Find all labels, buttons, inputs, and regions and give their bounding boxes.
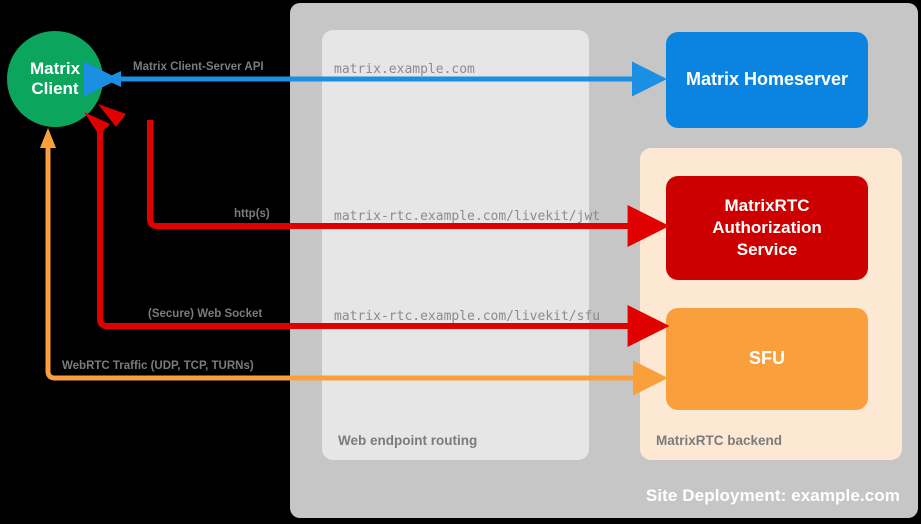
- flow-label-websocket: (Secure) Web Socket: [148, 308, 263, 320]
- endpoint-matrix-example-com: matrix.example.com: [334, 62, 475, 77]
- endpoint-livekit-jwt: matrix-rtc.example.com/livekit/jwt: [334, 209, 601, 224]
- auth-line-1: MatrixRTC: [724, 196, 810, 216]
- site-deployment-label: Site Deployment: example.com: [645, 486, 900, 505]
- matrix-client-label-line-1: Matrix: [29, 58, 81, 78]
- endpoint-livekit-sfu: matrix-rtc.example.com/livekit/sfu: [334, 309, 601, 324]
- matrixrtc-backend-label: MatrixRTC backend: [656, 433, 783, 448]
- sfu-label: SFU: [749, 348, 785, 369]
- web-endpoint-routing-panel: Web endpoint routing: [322, 30, 589, 460]
- sfu-box[interactable]: SFU: [666, 308, 868, 410]
- auth-line-2: Authorization: [712, 218, 822, 238]
- matrix-homeserver-label: Matrix Homeserver: [685, 69, 849, 90]
- arrow-matrix-cs-api-head-left: [104, 71, 121, 87]
- matrix-client-node[interactable]: Matrix Client: [7, 31, 103, 127]
- auth-line-3: Service: [736, 239, 798, 259]
- arrow-websocket-sfu-head-client: [84, 112, 110, 135]
- matrix-homeserver-box[interactable]: Matrix Homeserver: [666, 32, 868, 128]
- flow-label-webrtc: WebRTC Traffic (UDP, TCP, TURNs): [62, 360, 254, 372]
- matrixrtc-authorization-service-box[interactable]: MatrixRTC Authorization Service: [666, 176, 868, 280]
- flow-label-matrix-cs-api: Matrix Client-Server API: [133, 61, 264, 73]
- flow-label-http: http(s): [234, 208, 270, 220]
- matrixrtc-authorization-service-label: MatrixRTC Authorization Service: [712, 195, 822, 260]
- arrow-http-jwt-head-client: [98, 104, 126, 127]
- web-endpoint-routing-label: Web endpoint routing: [338, 433, 478, 448]
- matrix-client-label-line-2: Client: [31, 79, 79, 98]
- arrow-webrtc-traffic-head-client: [40, 128, 56, 148]
